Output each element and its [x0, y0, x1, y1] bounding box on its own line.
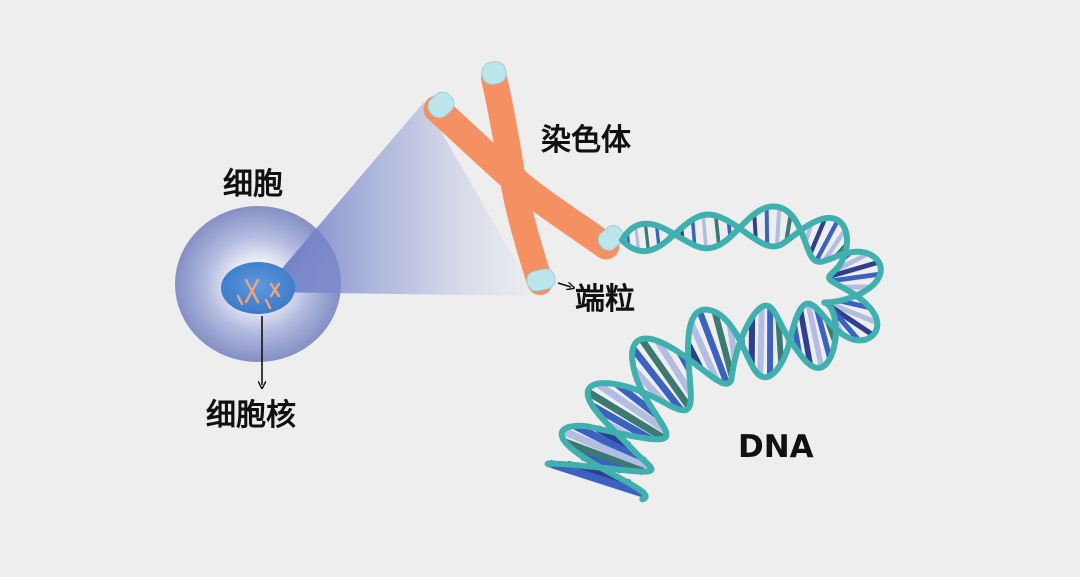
base-pair: [752, 214, 758, 240]
base-pair: [813, 307, 833, 360]
base-pair: [654, 225, 661, 247]
base-pair: [713, 215, 721, 246]
base-pair: [564, 438, 645, 476]
base-pair: [630, 346, 684, 413]
mini-chromosome-icon: [236, 278, 281, 310]
base-pair: [561, 427, 653, 473]
base-pair: [638, 337, 692, 410]
base-pair: [711, 310, 735, 378]
base-pair: [573, 422, 647, 465]
zoom-cone: [262, 102, 536, 296]
base-pair: [822, 228, 848, 263]
base-pair: [784, 213, 793, 242]
base-pair: [634, 225, 641, 251]
dna-backbone-strand-a: [544, 211, 881, 475]
label-dna: DNA: [738, 429, 814, 465]
base-pair: [828, 259, 880, 279]
base-pair: [825, 300, 879, 326]
dna-backbone-strand-b: [558, 203, 884, 503]
dna-double-helix: [544, 203, 884, 503]
label-chromosome: 染色体: [541, 123, 632, 158]
base-pair: [688, 321, 720, 382]
telomere-pointer-arrow: [557, 283, 571, 287]
base-pair: [595, 380, 668, 433]
base-pair: [774, 207, 782, 247]
label-cell: 细胞: [223, 167, 283, 202]
base-pair: [643, 223, 651, 251]
label-telomere: 端粒: [575, 282, 635, 317]
telomere-caps: [427, 61, 625, 292]
base-pair: [831, 271, 881, 284]
base-pair: [814, 219, 840, 263]
label-nucleus: 细胞核: [206, 398, 296, 433]
base-pair: [585, 388, 666, 442]
base-pair: [805, 303, 825, 368]
base-pair: [654, 339, 694, 396]
base-pair: [808, 217, 828, 255]
base-pair: [591, 403, 653, 443]
chromosome: [423, 61, 625, 295]
nucleus: [221, 262, 295, 314]
base-pair: [548, 459, 646, 498]
base-pair: [690, 219, 697, 246]
base-pair: [757, 306, 765, 376]
base-pair: [696, 309, 730, 385]
base-pair: [701, 214, 708, 249]
base-pair: [797, 309, 814, 366]
